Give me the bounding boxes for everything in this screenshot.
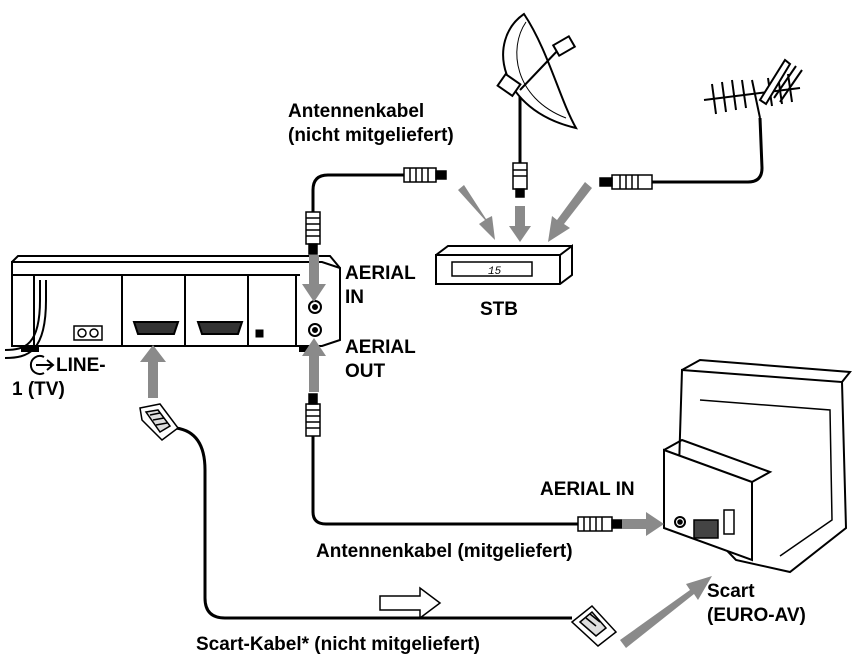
label-scart: Scart (EURO-AV) (707, 581, 806, 626)
label-tv-aerial-in: AERIAL IN (540, 479, 635, 500)
signal-flow-arrow (379, 586, 442, 620)
label-antenna-cable-top: Antennenkabel (nicht mitgeliefert) (288, 101, 454, 146)
label-aerial-out: AERIAL OUT (345, 337, 416, 382)
label-aerial-in: AERIAL IN (345, 263, 416, 308)
arrow-scart-to-tv (620, 576, 712, 648)
arrow-antenna-to-stb (548, 182, 592, 242)
aerial-plug-antenna (599, 174, 653, 190)
label-line1: LINE- 1 (TV) (12, 355, 106, 400)
arrow-dish-to-stb (509, 206, 531, 242)
scart-socket-line1 (132, 321, 180, 335)
scart-socket-line3 (196, 321, 244, 335)
aerial-cable-supplied (311, 435, 580, 526)
line-input-icon (29, 355, 55, 375)
label-stb: STB (480, 299, 518, 320)
tv-rear (663, 358, 852, 574)
scart-plug-tv (570, 604, 618, 647)
terrestrial-antenna (703, 58, 803, 119)
arrow-out-of-aerial-out (302, 338, 326, 392)
aerial-plug-vcr-in (305, 211, 321, 255)
aerial-cable-top (311, 173, 405, 213)
tv-scart-socket (693, 519, 719, 539)
vcr-rear-panel (4, 255, 341, 359)
arrow-into-aerial-in (302, 255, 326, 302)
scart-cable (175, 426, 572, 620)
set-top-box: 15 (435, 244, 573, 285)
arrow-cable-to-stb (458, 185, 495, 240)
arrow-into-tv-aerial-in (622, 512, 664, 536)
antenna-cable (652, 117, 764, 184)
label-antenna-cable-supplied: Antennenkabel (mitgeliefert) (316, 541, 573, 562)
arrow-scart-into-vcr (140, 345, 166, 398)
stb-display-readout: 15 (488, 266, 502, 278)
aerial-plug-tv (577, 516, 623, 532)
aerial-plug-top (403, 167, 447, 183)
label-scart-cable: Scart-Kabel* (nicht mitgeliefert) (196, 634, 480, 655)
aerial-plug-vcr-out (305, 393, 321, 437)
aerial-plug-dish (512, 162, 528, 198)
satellite-dish (496, 12, 579, 130)
scart-plug-vcr (139, 403, 180, 441)
